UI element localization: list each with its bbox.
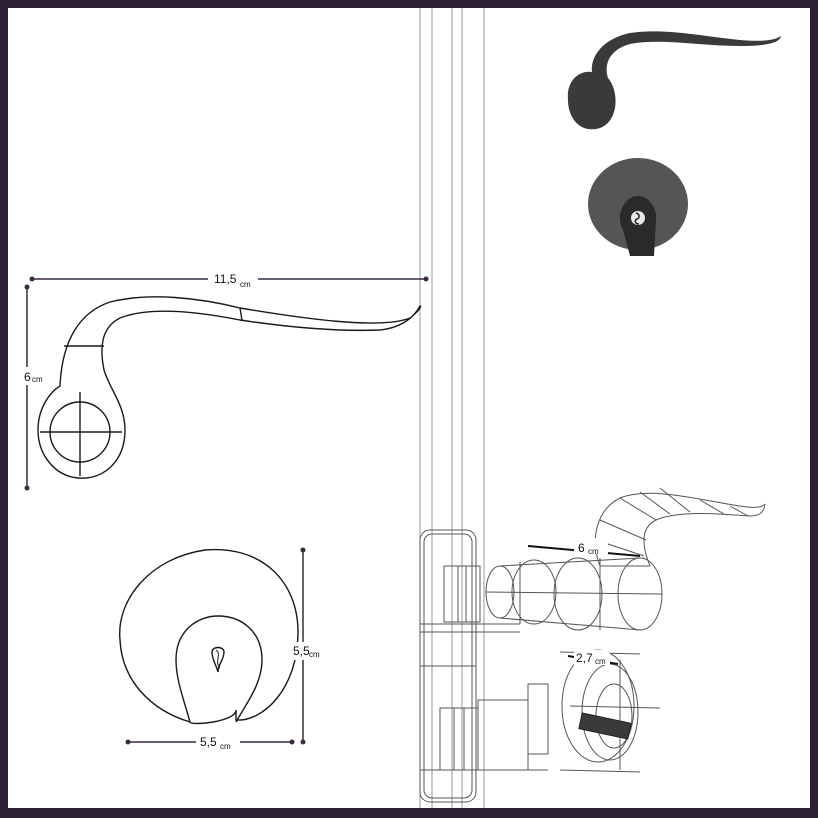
lever-height-unit: cm bbox=[32, 375, 43, 384]
iso-cylinder-depth-unit: cm bbox=[595, 657, 606, 666]
keyhole-icon bbox=[631, 211, 645, 225]
rosette-width-unit: cm bbox=[220, 742, 231, 751]
isometric-wireframe bbox=[419, 487, 766, 803]
rosette-width-value: 5,5 bbox=[200, 735, 217, 749]
dimension-lever-length: 11,5 cm bbox=[29, 270, 429, 289]
lever-handle-drawing bbox=[37, 296, 422, 479]
lever-height-value: 6 bbox=[24, 370, 31, 384]
dimension-rosette-width: 5,5 cm bbox=[125, 733, 295, 751]
paper bbox=[8, 8, 810, 808]
rosette-height-unit: cm bbox=[309, 650, 320, 659]
lever-length-unit: cm bbox=[240, 280, 251, 289]
dimension-iso-lever-depth: 6 cm bbox=[527, 538, 641, 557]
dimension-iso-cylinder-depth: 2,7 cm bbox=[567, 650, 619, 666]
key-rosette-silhouette bbox=[588, 158, 688, 256]
iso-cylinder-depth-value: 2,7 bbox=[576, 651, 593, 665]
key-rosette-drawing bbox=[119, 548, 299, 725]
dimension-lever-height: 6 cm bbox=[18, 284, 48, 491]
lever-length-value: 11,5 bbox=[214, 272, 237, 286]
iso-lever-depth-unit: cm bbox=[588, 547, 599, 556]
dimension-rosette-height: 5,5 cm bbox=[291, 547, 331, 745]
rosette-height-value: 5,5 bbox=[293, 644, 310, 658]
iso-lever-depth-value: 6 bbox=[578, 541, 585, 555]
lever-handle-silhouette bbox=[567, 31, 781, 130]
